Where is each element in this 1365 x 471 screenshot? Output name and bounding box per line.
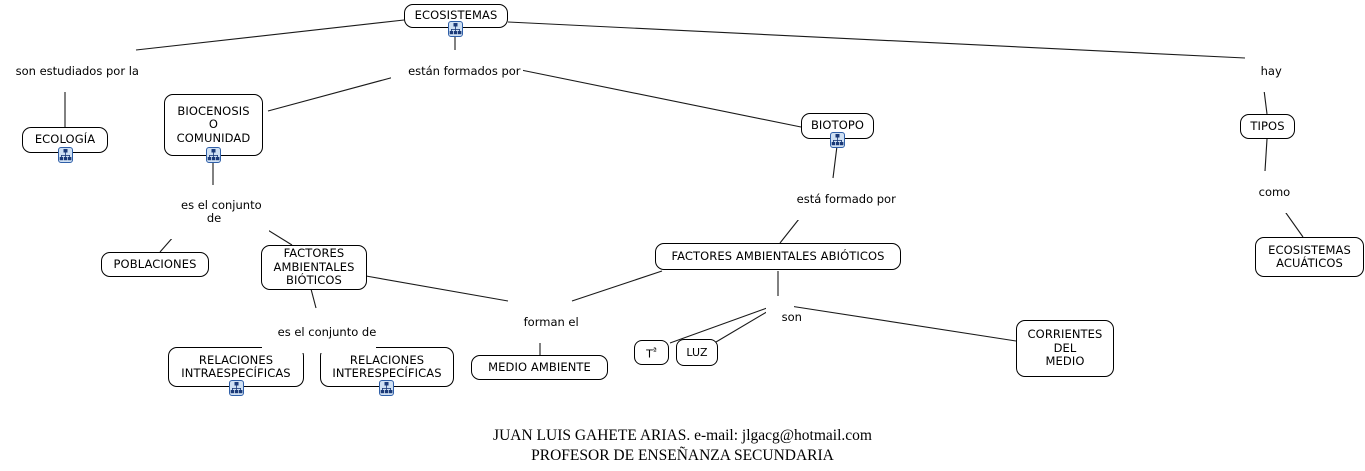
node-ecosistemas[interactable]: ECOSISTEMAS (404, 4, 508, 28)
node-relaciones-intra-label: RELACIONES INTRAESPECÍFICAS (181, 352, 291, 380)
node-poblaciones[interactable]: POBLACIONES (101, 252, 209, 277)
link-label-text: forman el (523, 314, 579, 329)
node-biocenosis[interactable]: BIOCENOSIS O COMUNIDAD (164, 94, 263, 156)
biotopo-children-icon[interactable] (830, 132, 845, 148)
edge-ecosistemas-son-estudiados (135, 19, 405, 51)
edge-factores-bioticos-forman-el (365, 275, 509, 302)
link-label-text: está formado por (796, 191, 896, 206)
relaciones-intra-children-icon[interactable] (229, 380, 244, 396)
edge-son-corrientes (789, 305, 1017, 342)
link-label-text: hay (1260, 63, 1282, 78)
link-label-text: son (781, 309, 802, 324)
edge-estan-formados-biotopo (520, 69, 802, 128)
node-ecosistemas-acuaticos[interactable]: ECOSISTEMAS ACUÁTICOS (1255, 237, 1364, 277)
node-factores-ambientales-abioticos[interactable]: FACTORES AMBIENTALES ABIÓTICOS (655, 243, 901, 270)
node-factores-abioticos-label: FACTORES AMBIENTALES ABIÓTICOS (671, 248, 885, 263)
link-label-text: están formados por (408, 63, 521, 78)
node-temperatura[interactable]: Tª (634, 340, 669, 365)
node-ecologia-label: ECOLOGÍA (34, 132, 96, 147)
link-label-es-el-conjunto-de-2[interactable]: es el conjunto de (262, 312, 376, 353)
edge-son-temperatura (669, 307, 768, 344)
node-relaciones-intraespecificas[interactable]: RELACIONES INTRAESPECÍFICAS (168, 347, 304, 387)
link-label-esta-formado-por[interactable]: está formado por (781, 179, 896, 220)
node-corrientes-label: CORRIENTES DEL MEDIO (1027, 327, 1103, 369)
edge-biotopo-esta-formado (832, 145, 838, 179)
link-label-son-estudiados-por-la[interactable]: son estudiados por la (0, 51, 139, 92)
node-poblaciones-label: POBLACIONES (113, 256, 197, 271)
link-label-text: son estudiados por la (15, 63, 139, 78)
node-factores-ambientales-bioticos[interactable]: FACTORES AMBIENTALES BIÓTICOS (261, 245, 367, 290)
link-label-estan-formados-por[interactable]: están formados por (391, 51, 523, 92)
edge-tipos-como (1264, 138, 1268, 172)
link-label-es-el-conjunto-de-1[interactable]: es el conjunto de (159, 185, 269, 239)
link-label-text: es el conjunto de (181, 197, 262, 225)
ecologia-children-icon[interactable] (58, 147, 73, 163)
edge-factores-bioticos-es-el-conjunto2 (310, 288, 317, 309)
node-tipos[interactable]: TIPOS (1240, 114, 1295, 139)
node-corrientes-del-medio[interactable]: CORRIENTES DEL MEDIO (1016, 320, 1114, 377)
node-luz-label: LUZ (686, 345, 708, 359)
link-label-text: es el conjunto de (277, 324, 377, 339)
edge-factores-abioticos-forman-el (571, 270, 663, 302)
edge-ecosistemas-hay (507, 21, 1246, 59)
node-factores-bioticos-label: FACTORES AMBIENTALES BIÓTICOS (273, 246, 355, 288)
link-label-forman-el[interactable]: forman el (508, 302, 579, 343)
node-medio-ambiente[interactable]: MEDIO AMBIENTE (471, 355, 608, 380)
relaciones-inter-children-icon[interactable] (379, 380, 394, 396)
link-label-son[interactable]: son (766, 297, 802, 338)
link-label-como[interactable]: como (1243, 172, 1291, 213)
edge-son-luz (715, 309, 771, 343)
node-relaciones-inter-label: RELACIONES INTERESPECÍFICAS (332, 352, 442, 380)
node-biocenosis-label: BIOCENOSIS O COMUNIDAD (176, 103, 251, 145)
node-medio-ambiente-label: MEDIO AMBIENTE (488, 359, 591, 374)
node-ecosistemas-label: ECOSISTEMAS (414, 8, 498, 23)
node-temperatura-label: Tª (646, 345, 657, 361)
link-label-text: como (1258, 184, 1291, 199)
footer-line-2: PROFESOR DE ENSEÑANZA SECUNDARIA (531, 447, 834, 464)
node-ecosistemas-acuaticos-label: ECOSISTEMAS ACUÁTICOS (1268, 242, 1351, 270)
biocenosis-children-icon[interactable] (206, 147, 221, 163)
link-label-hay[interactable]: hay (1245, 51, 1282, 92)
node-tipos-label: TIPOS (1250, 118, 1285, 133)
node-luz[interactable]: LUZ (676, 339, 718, 366)
ecosistemas-children-icon[interactable] (448, 21, 463, 37)
footer-line-1: JUAN LUIS GAHETE ARIAS. e-mail: jlgacg@h… (493, 427, 872, 444)
node-biotopo-label: BIOTOPO (810, 118, 865, 133)
